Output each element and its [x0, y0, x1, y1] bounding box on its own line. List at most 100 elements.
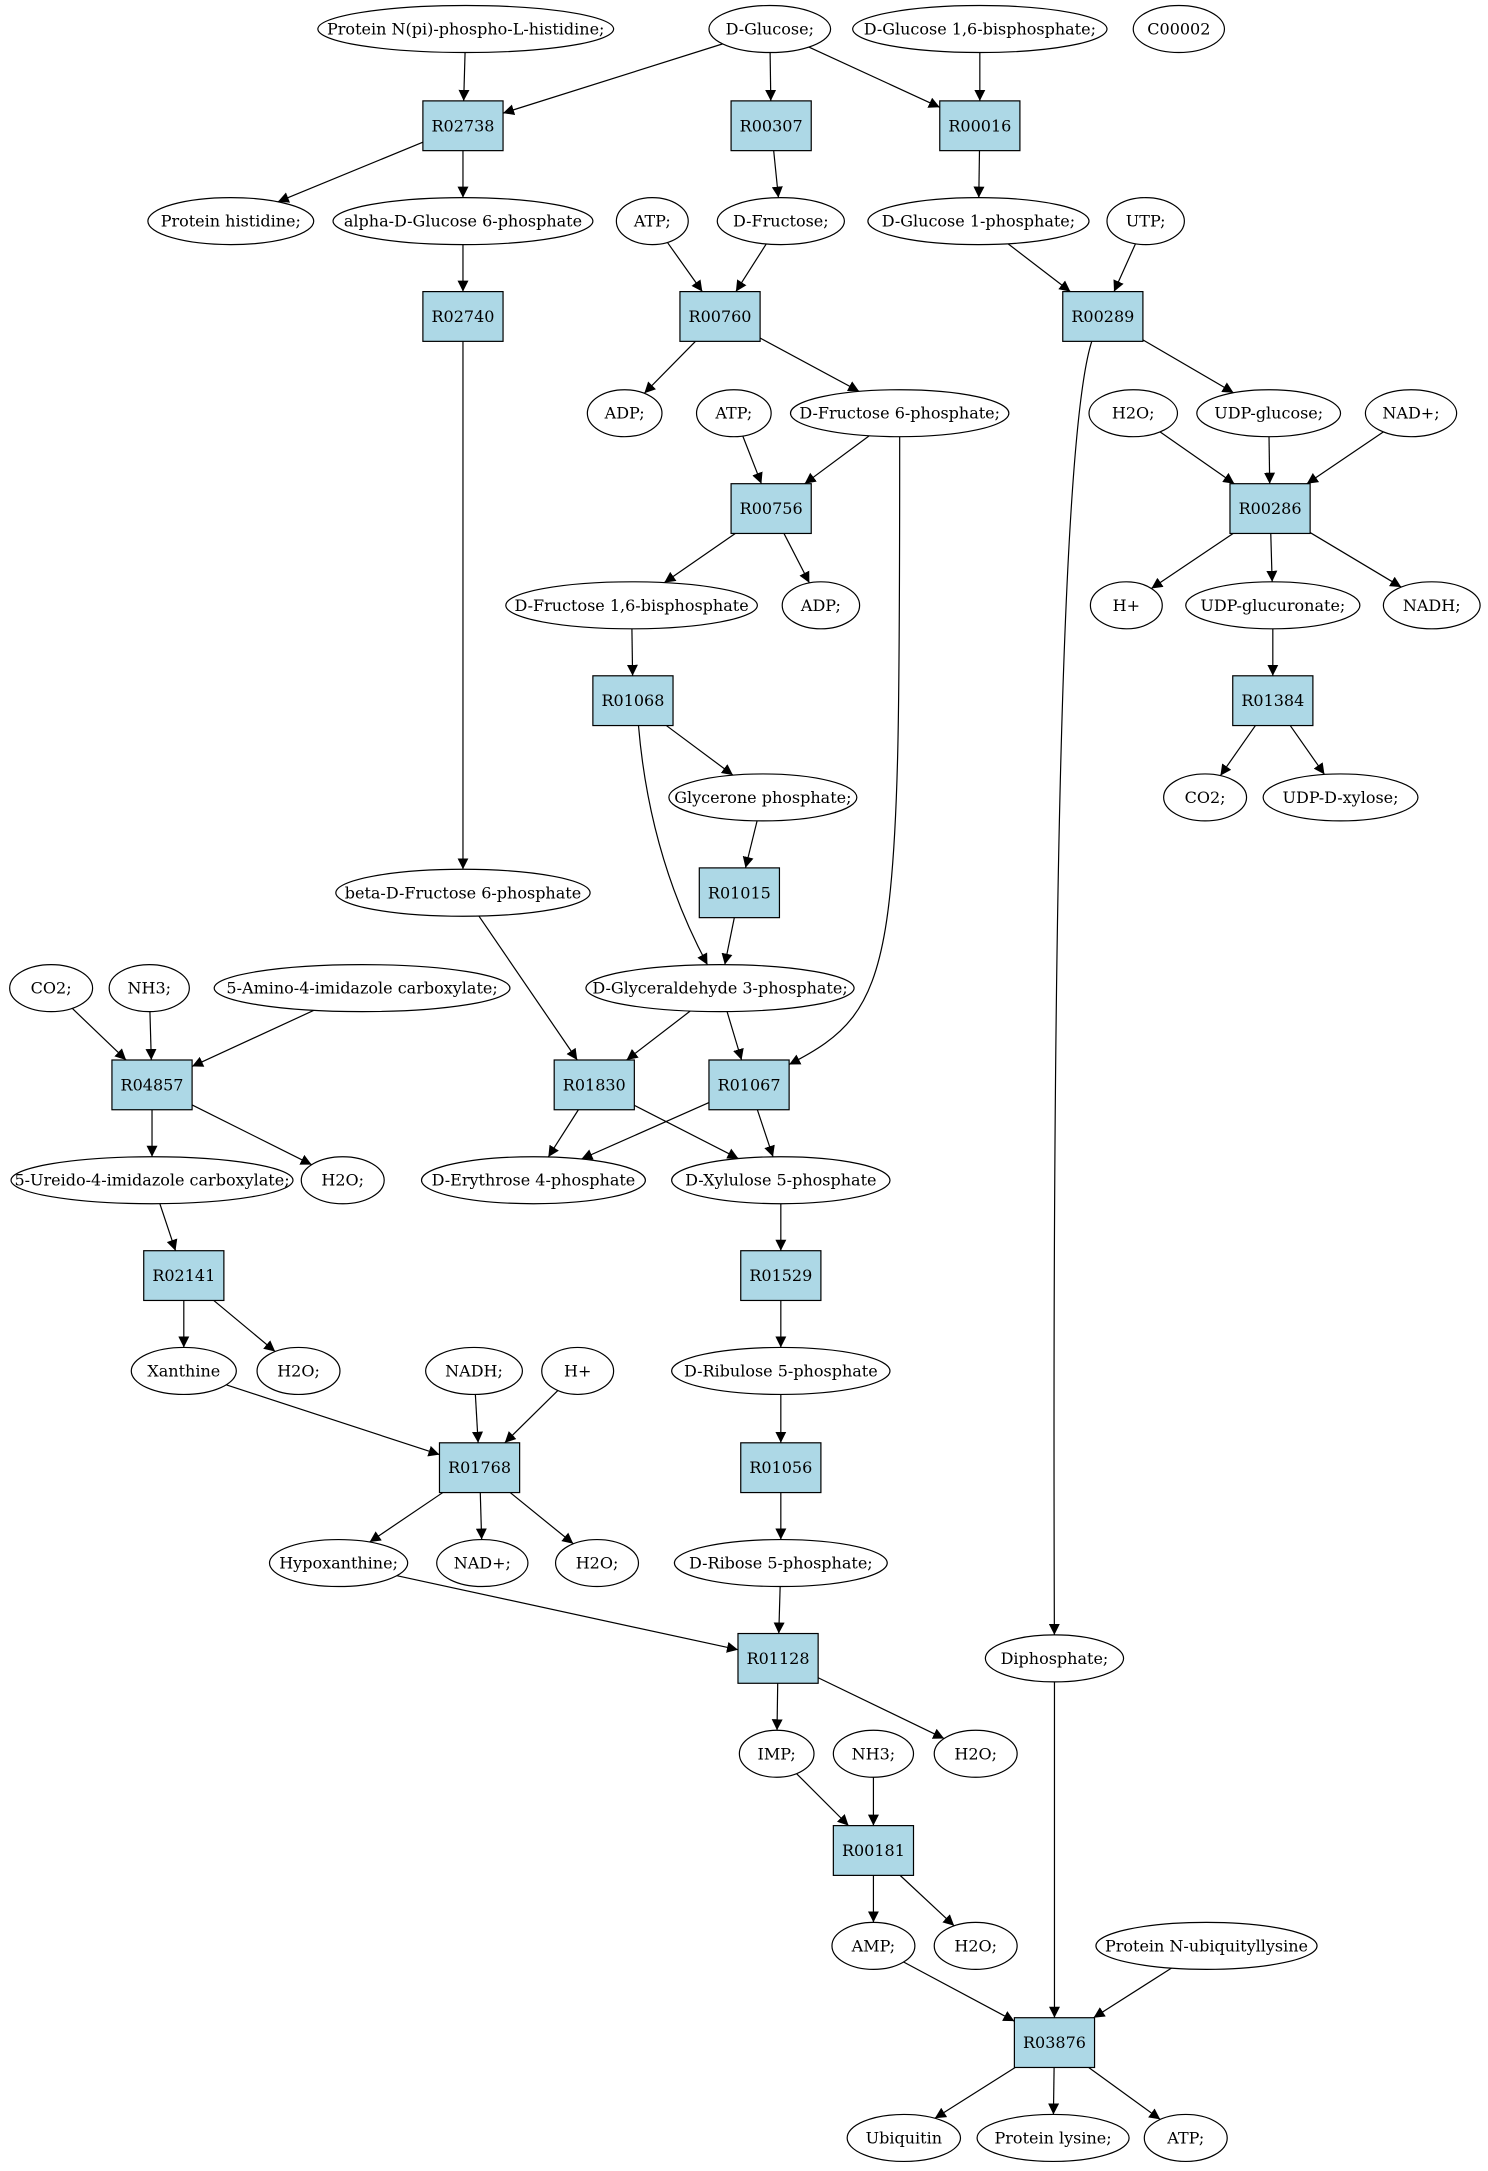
compound-label: CO2; — [31, 979, 72, 998]
reaction-label: R01830 — [563, 1075, 626, 1094]
compound-ellipse — [615, 197, 689, 246]
compound-ellipse — [1196, 389, 1342, 438]
compound-label: H2O; — [321, 1171, 364, 1190]
compound-node-xylulose-5p: D-Xylulose 5-phosphate — [671, 1156, 891, 1205]
compound-ellipse — [317, 4, 615, 54]
reaction-box — [1229, 483, 1311, 535]
compound-label: NAD+; — [454, 1554, 511, 1573]
compound-node-uica: 5-Ureido-4-imidazole carboxylate; — [10, 1156, 294, 1205]
compound-ellipse — [585, 964, 855, 1013]
edge-ribose_5p-to-R01128 — [773, 1586, 785, 1634]
compound-node-h2o-1: H2O; — [1088, 389, 1179, 438]
edge-R01067-to-erythrose_4p — [581, 1102, 710, 1160]
edge-utp-to-R00289 — [1113, 243, 1137, 292]
compound-label: ADP; — [800, 596, 841, 615]
edge-nad_1-to-R00286 — [1306, 431, 1384, 485]
reaction-box — [832, 1825, 915, 1876]
compound-node-alpha-g6p: alpha-D-Glucose 6-phosphate — [332, 197, 594, 246]
compound-label: D-Fructose; — [733, 212, 829, 231]
reaction-box — [592, 675, 674, 727]
reaction-box — [1062, 291, 1144, 342]
edge-R00289-to-diphosphate — [1048, 341, 1093, 1635]
compound-label: CO2; — [1185, 788, 1226, 807]
edge-R01384-to-co2_1 — [1219, 725, 1256, 776]
reaction-node-r04857: R04857 — [111, 1059, 193, 1111]
edge-xanthine-to-R01768 — [226, 1384, 440, 1457]
edge-R00016-to-d_glucose_1p — [973, 150, 985, 198]
compound-label: D-Ribose 5-phosphate; — [689, 1554, 873, 1573]
compound-label: NAD+; — [1382, 404, 1439, 423]
compound-ellipse — [1106, 197, 1185, 246]
reaction-node-r02740: R02740 — [422, 291, 504, 342]
reaction-box — [730, 483, 812, 535]
reaction-label: R02141 — [152, 1266, 215, 1285]
reaction-box — [438, 1442, 521, 1494]
compound-ellipse — [1089, 581, 1163, 630]
compound-node-hypoxanthine: Hypoxanthine; — [268, 1538, 409, 1588]
reaction-node-r01067: R01067 — [708, 1059, 790, 1111]
compound-label: H2O; — [277, 1361, 320, 1380]
reaction-box — [679, 291, 761, 342]
compound-label: UDP-D-xylose; — [1283, 788, 1399, 807]
compound-node-diphosphate: Diphosphate; — [984, 1634, 1125, 1683]
compound-label: D-Glucose; — [726, 20, 814, 39]
compound-node-udp-glucose: UDP-glucose; — [1196, 389, 1342, 438]
compound-ellipse — [300, 1156, 385, 1205]
reaction-box — [737, 1632, 819, 1684]
compound-ellipse — [789, 389, 1010, 438]
compound-node-d-fructose-6p: D-Fructose 6-phosphate; — [789, 389, 1010, 438]
compound-ellipse — [10, 1156, 294, 1205]
compound-node-protein-lysine: Protein lysine; — [976, 2113, 1130, 2163]
edge-R01015-to-g3p — [721, 917, 735, 965]
compound-node-h2o-5: H2O; — [933, 1729, 1018, 1778]
compound-node-atp-2: ATP; — [695, 389, 772, 438]
compound-label: Hypoxanthine; — [279, 1554, 398, 1573]
compound-node-nadh-2: NADH; — [425, 1346, 523, 1396]
edge-glycerone_p-to-R01015 — [742, 820, 758, 869]
compound-node-adp-2: ADP; — [781, 581, 861, 630]
reaction-box — [698, 867, 781, 919]
compound-label: D-Glucose 1,6-bisphosphate; — [864, 20, 1096, 39]
compound-label: Ubiquitin — [866, 2128, 942, 2147]
compound-node-protein-n-ubiq: Protein N-ubiquityllysine — [1095, 1921, 1318, 1970]
edge-g3p-to-R01830 — [626, 1010, 691, 1061]
reaction-label: R00289 — [1071, 307, 1134, 326]
compound-ellipse — [852, 4, 1108, 54]
reaction-label: R00016 — [948, 116, 1011, 135]
reaction-node-r00307: R00307 — [730, 100, 812, 152]
reaction-node-r01128: R01128 — [737, 1632, 819, 1684]
compound-label: NH3; — [127, 979, 171, 998]
compound-ellipse — [846, 2113, 962, 2163]
reaction-node-r00289: R00289 — [1062, 291, 1144, 342]
compound-label: NADH; — [1403, 596, 1461, 615]
compound-label: ATP; — [633, 212, 671, 231]
edge-beta_f6p-to-R01830 — [478, 915, 578, 1061]
compound-ellipse — [130, 1346, 237, 1396]
compound-label: C00002 — [1147, 20, 1210, 39]
compound-label: UDP-glucose; — [1214, 404, 1323, 423]
reaction-node-r03876: R03876 — [1013, 2017, 1096, 2069]
edge-d_glucose-to-R00307 — [765, 52, 777, 101]
reaction-node-r00756: R00756 — [730, 483, 812, 535]
reaction-node-r00181: R00181 — [832, 1825, 915, 1876]
compound-label: alpha-D-Glucose 6-phosphate — [344, 212, 582, 231]
compound-node-protein-histidine: Protein histidine; — [147, 197, 315, 246]
compound-label: UTP; — [1126, 212, 1166, 231]
reaction-node-r01529: R01529 — [740, 1250, 822, 1302]
compound-label: H+ — [564, 1361, 591, 1380]
compound-ellipse — [9, 964, 94, 1013]
edge-R04857-to-h2o_2 — [191, 1104, 312, 1166]
reaction-node-r00016: R00016 — [939, 100, 1021, 152]
compound-node-g3p: D-Glyceraldehyde 3-phosphate; — [585, 964, 855, 1013]
compound-node-xanthine: Xanthine — [130, 1346, 237, 1396]
edge-R03876-to-atp_3 — [1088, 2066, 1161, 2120]
reaction-node-r02141: R02141 — [143, 1250, 225, 1302]
edge-R01768-to-nad_2 — [475, 1492, 487, 1540]
compound-node-imp: IMP; — [738, 1729, 815, 1778]
compound-ellipse — [268, 1538, 409, 1588]
compound-label: Protein lysine; — [995, 2128, 1112, 2147]
edge-d_glucose-to-R00016 — [808, 46, 941, 108]
reaction-box — [939, 100, 1021, 152]
compound-node-amp: AMP; — [831, 1921, 916, 1970]
